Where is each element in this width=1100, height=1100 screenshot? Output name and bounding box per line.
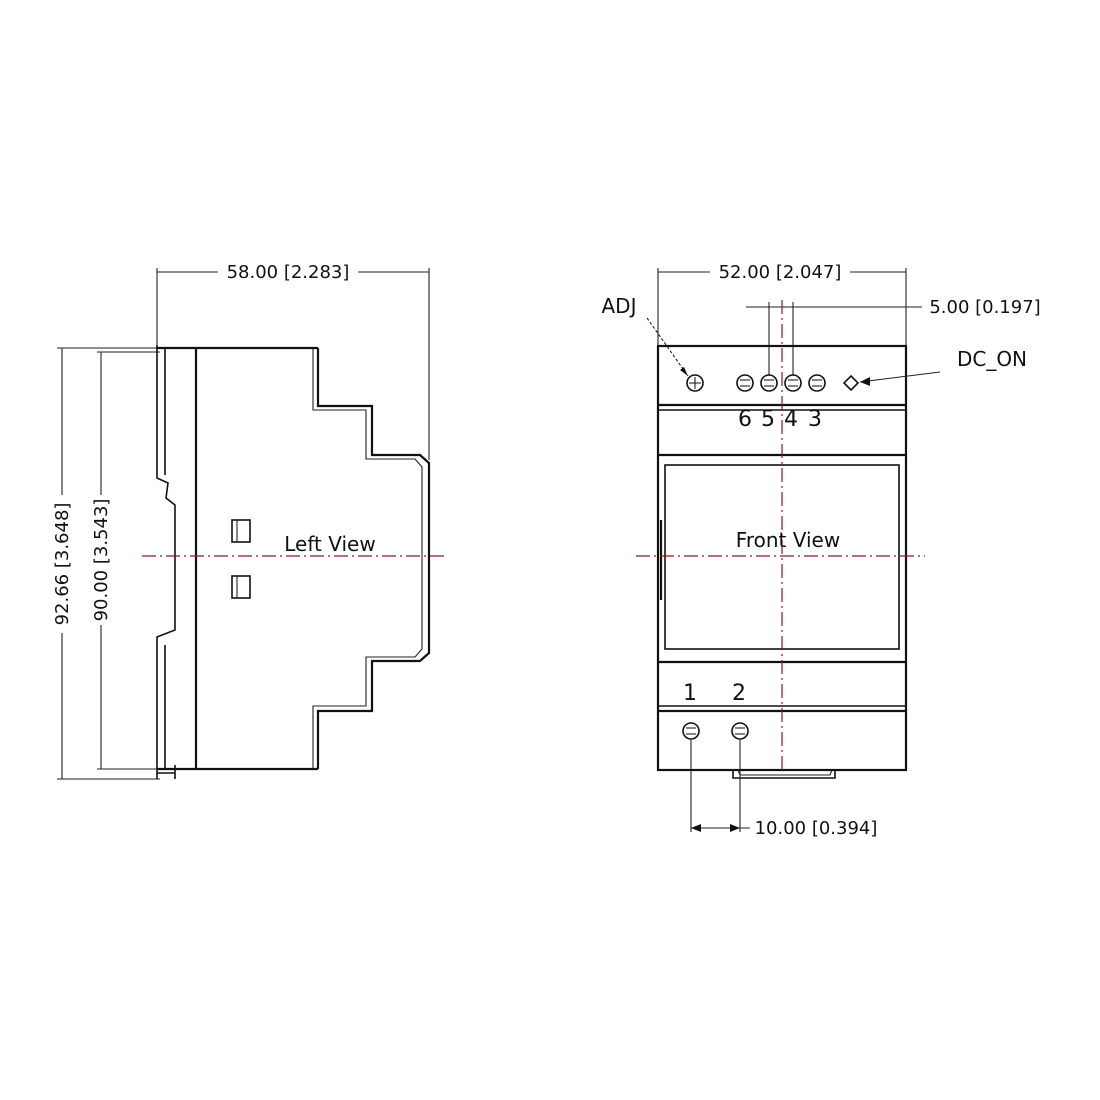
adj-label: ADJ (602, 294, 637, 318)
adj-callout: ADJ (602, 294, 689, 377)
dc-on-led-icon (842, 374, 860, 392)
left-width-label: 58.00 [2.283] (227, 262, 350, 283)
left-width-dimension: 58.00 [2.283] (156, 262, 430, 460)
left-body-outline (156, 345, 431, 779)
left-height-dimensions: 92.66 [3.648] 90.00 [3.543] (52, 347, 160, 780)
front-view-label: Front View (736, 528, 840, 552)
pin-label-4: 4 (784, 407, 798, 432)
adj-potentiometer-icon[interactable] (686, 374, 704, 392)
pin-label-2: 2 (732, 681, 746, 706)
pin-label-5: 5 (761, 407, 775, 432)
pin-label-3: 3 (808, 407, 822, 432)
terminal-screw-5-icon (760, 374, 778, 392)
top-pitch-dimension: 5.00 [0.197] (746, 297, 1041, 375)
bottom-pitch-label: 10.00 [0.394] (755, 818, 878, 839)
bottom-terminals: 1 2 (682, 681, 749, 740)
dc-on-callout: DC_ON (859, 347, 1027, 386)
front-width-label: 52.00 [2.047] (719, 262, 842, 283)
left-vent-slots (231, 519, 251, 599)
front-view: 52.00 [2.047] 5.00 [0.197] (602, 262, 1041, 839)
terminal-screw-1-icon (682, 722, 700, 740)
bottom-pitch-dimension: 10.00 [0.394] (690, 740, 878, 839)
pin-label-1: 1 (683, 681, 697, 706)
dc-on-label: DC_ON (957, 347, 1027, 371)
terminal-screw-4-icon (784, 374, 802, 392)
terminal-screw-3-icon (808, 374, 826, 392)
terminal-screw-6-icon (736, 374, 754, 392)
top-pitch-label: 5.00 [0.197] (929, 297, 1040, 318)
left-view-label: Left View (284, 532, 375, 556)
left-height-inner-label: 90.00 [3.543] (91, 499, 112, 622)
terminal-screw-2-icon (731, 722, 749, 740)
left-height-outer-label: 92.66 [3.648] (52, 503, 73, 626)
left-view: 58.00 [2.283] 92.66 [3.648] 90.00 [3.543… (52, 262, 445, 780)
top-pin-labels: 6 5 4 3 (738, 407, 822, 432)
front-width-dimension: 52.00 [2.047] (657, 262, 907, 345)
top-terminals: 6 5 4 3 (686, 374, 860, 432)
pin-label-6: 6 (738, 407, 752, 432)
